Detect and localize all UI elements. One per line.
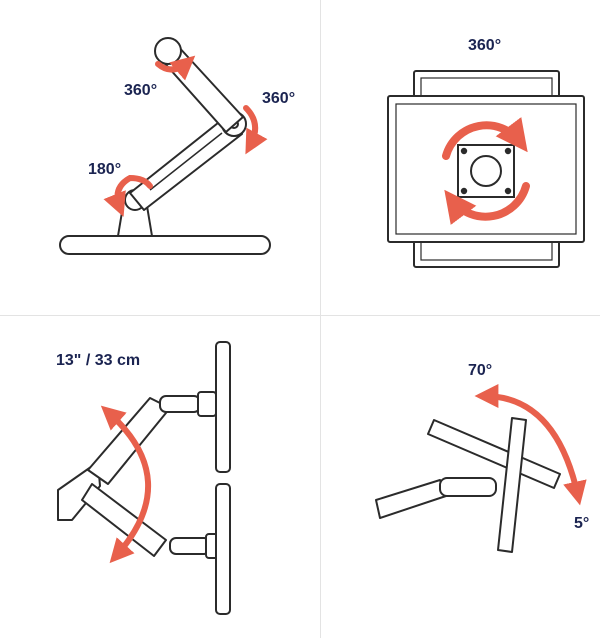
height-arrow xyxy=(100,405,151,564)
desk-base xyxy=(59,235,271,255)
rotation-panel xyxy=(387,70,585,268)
arm-top-rotation-label: 360° xyxy=(124,82,158,99)
height-panel xyxy=(57,341,231,615)
tilt-arm xyxy=(375,479,447,519)
arm-elbow-rotation-label: 360° xyxy=(262,90,296,107)
rotation-label: 360° xyxy=(468,37,502,54)
vertical-divider xyxy=(320,0,321,638)
arm-base-swivel-label: 180° xyxy=(88,161,122,178)
horizontal-divider xyxy=(0,315,600,316)
upright-monitor xyxy=(497,417,527,553)
tilt-down-label: 5° xyxy=(574,515,590,532)
tilt-panel xyxy=(375,417,561,553)
top-rotation-arrow xyxy=(155,55,196,81)
upper-arm-position xyxy=(87,397,171,485)
arm-rotation-arrows xyxy=(103,55,268,217)
rotation-arrow-lower xyxy=(444,182,530,225)
rotation-arrow-upper xyxy=(442,117,528,160)
arm-panel xyxy=(59,37,271,255)
rotation-arrows xyxy=(442,117,530,225)
tilt-arrow xyxy=(474,384,587,506)
monitor-upper-position xyxy=(215,341,231,473)
elbow-rotation-arrow xyxy=(243,105,268,155)
monitor-lower-position xyxy=(215,483,231,615)
base-rotation-arrow xyxy=(103,174,153,217)
tilt-up-label: 70° xyxy=(468,362,493,379)
height-range-label: 13" / 33 cm xyxy=(56,352,141,369)
top-knob xyxy=(154,37,182,65)
